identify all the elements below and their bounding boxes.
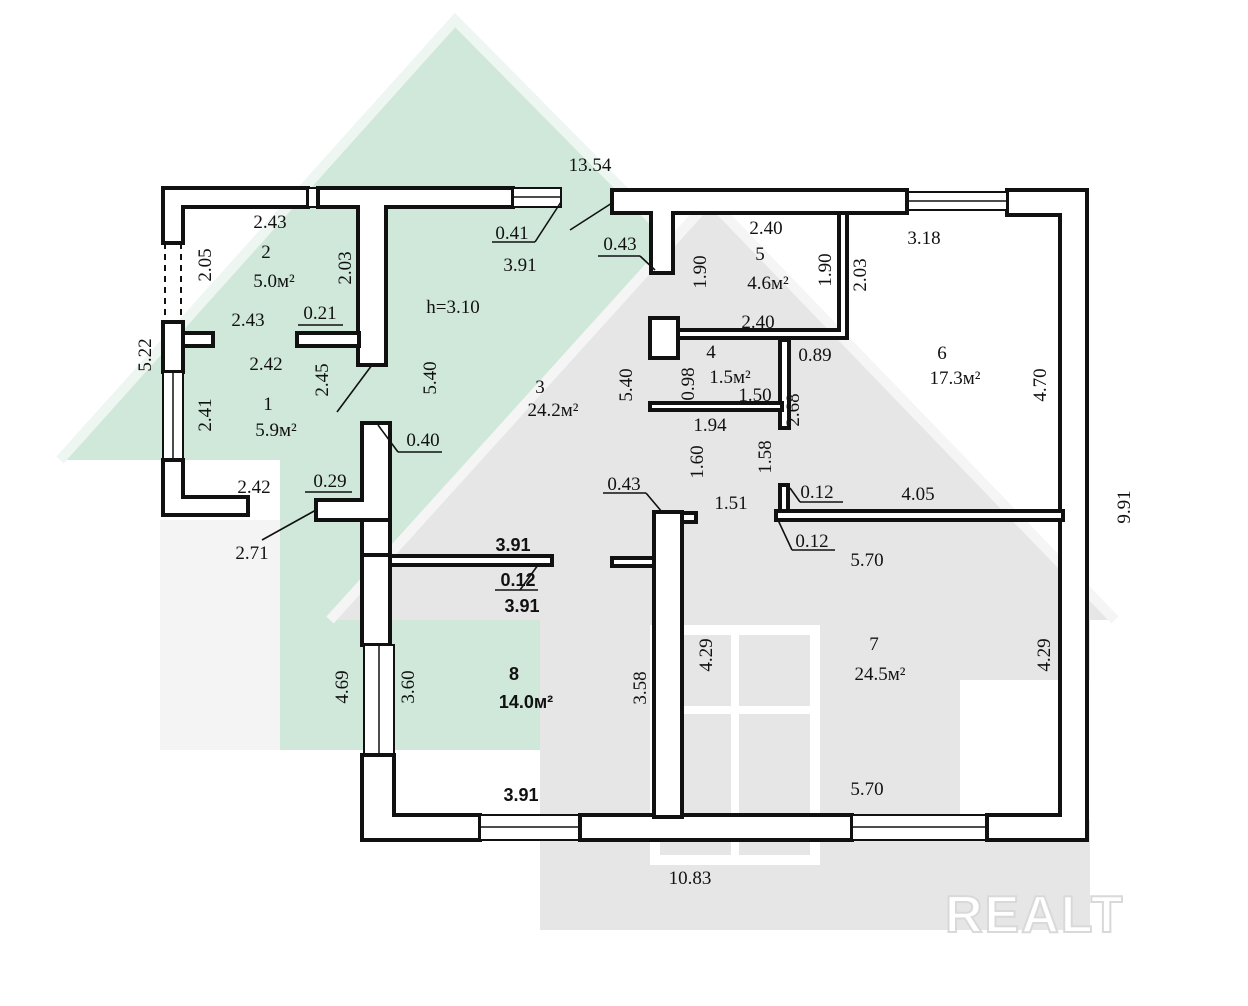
dimension-labels: 2.43 2.05 2.03 0.41 3.91 0.43 2.40 1.90 … [135,212,1055,805]
walls [161,186,1089,842]
dimension-label: 1.58 [755,440,776,473]
dimension-label: 1.60 [687,445,708,478]
dimension-label: 0.98 [678,367,699,400]
dimension-label: 5.70 [850,779,883,800]
dimension-label: 2.68 [783,393,804,426]
room-3-area: 24.2м² [528,400,579,421]
dimension-label: 2.42 [249,354,282,375]
dimension-label: 3.91 [495,535,530,555]
room-6-number: 6 [937,343,947,364]
dimension-label: 0.12 [800,482,833,503]
room-8-number: 8 [509,664,519,684]
realt-watermark-logo: REALT [945,886,1124,944]
total-length-bottom: 10.83 [669,868,712,889]
dimension-label: 1.51 [714,493,747,514]
dimension-label: 2.03 [335,251,356,284]
room-5-area: 4.6м² [747,273,789,294]
dimension-label: 5.40 [420,361,441,394]
room-labels: 1 5.9м² 2 5.0м² 3 24.2м² 4 1.5м² 5 4.6м²… [253,242,981,712]
window-left-top [164,243,182,322]
dimension-label: 2.40 [741,312,774,333]
dimension-label: 0.21 [303,303,336,324]
dimension-label: 1.90 [690,255,711,288]
white-chimney-background [160,520,280,750]
dimension-label: 0.89 [798,345,831,366]
room-8-area: 14.0м² [499,692,553,712]
dimension-label: 5.22 [135,338,156,371]
room-1-number: 1 [263,394,273,415]
dimension-label: 0.43 [607,474,640,495]
room-2-number: 2 [261,242,271,263]
total-length-top: 13.54 [569,155,612,176]
dimension-label: 1.50 [738,385,771,406]
dimension-label: 3.18 [907,228,940,249]
dimension-label: 3.60 [398,670,419,703]
dimension-label: 4.05 [901,484,934,505]
room-7-number: 7 [869,634,879,655]
dimension-label: 3.91 [504,596,539,616]
dimension-label: 1.94 [693,415,727,436]
dimension-label: 1.90 [815,253,836,286]
dimension-label: 2.41 [195,398,216,431]
dimension-label: 0.12 [500,570,535,590]
dimension-label: 4.29 [696,638,717,671]
room-2-area: 5.0м² [253,271,295,292]
dimension-label: 2.43 [231,310,264,331]
room-1-area: 5.9м² [255,420,297,441]
leader-lines [261,201,843,591]
dimension-label: 2.43 [253,212,286,233]
dimension-label: 4.70 [1030,368,1051,401]
room-4-number: 4 [706,342,716,363]
ceiling-height: h=3.10 [426,297,479,318]
dimension-label: 3.91 [503,255,536,276]
dimension-label: 4.29 [1034,638,1055,671]
dimension-label: 0.40 [406,430,439,451]
dimension-label: 2.45 [312,363,333,396]
room-6-area: 17.3м² [930,368,981,389]
room-3-number: 3 [535,377,545,398]
room-5-number: 5 [755,244,765,265]
total-depth-right: 9.91 [1114,490,1135,523]
dimension-label: 2.71 [235,543,268,564]
dimension-label: 3.58 [630,671,651,704]
dimension-label: 5.40 [616,368,637,401]
dimension-label: 2.42 [237,477,270,498]
dimension-label: 3.91 [503,785,538,805]
dimension-label: 4.69 [332,670,353,703]
room-4-area: 1.5м² [709,367,751,388]
dimension-label: 0.43 [603,234,636,255]
dimension-label: 0.12 [795,531,828,552]
dimension-label: 0.29 [313,471,346,492]
dimension-label: 5.70 [850,550,883,571]
room-7-area: 24.5м² [855,664,906,685]
dimension-label: 2.05 [195,248,216,281]
dimension-label: 0.41 [495,223,528,244]
dimension-label: 2.03 [850,258,871,291]
dimension-label: 2.40 [749,218,782,239]
